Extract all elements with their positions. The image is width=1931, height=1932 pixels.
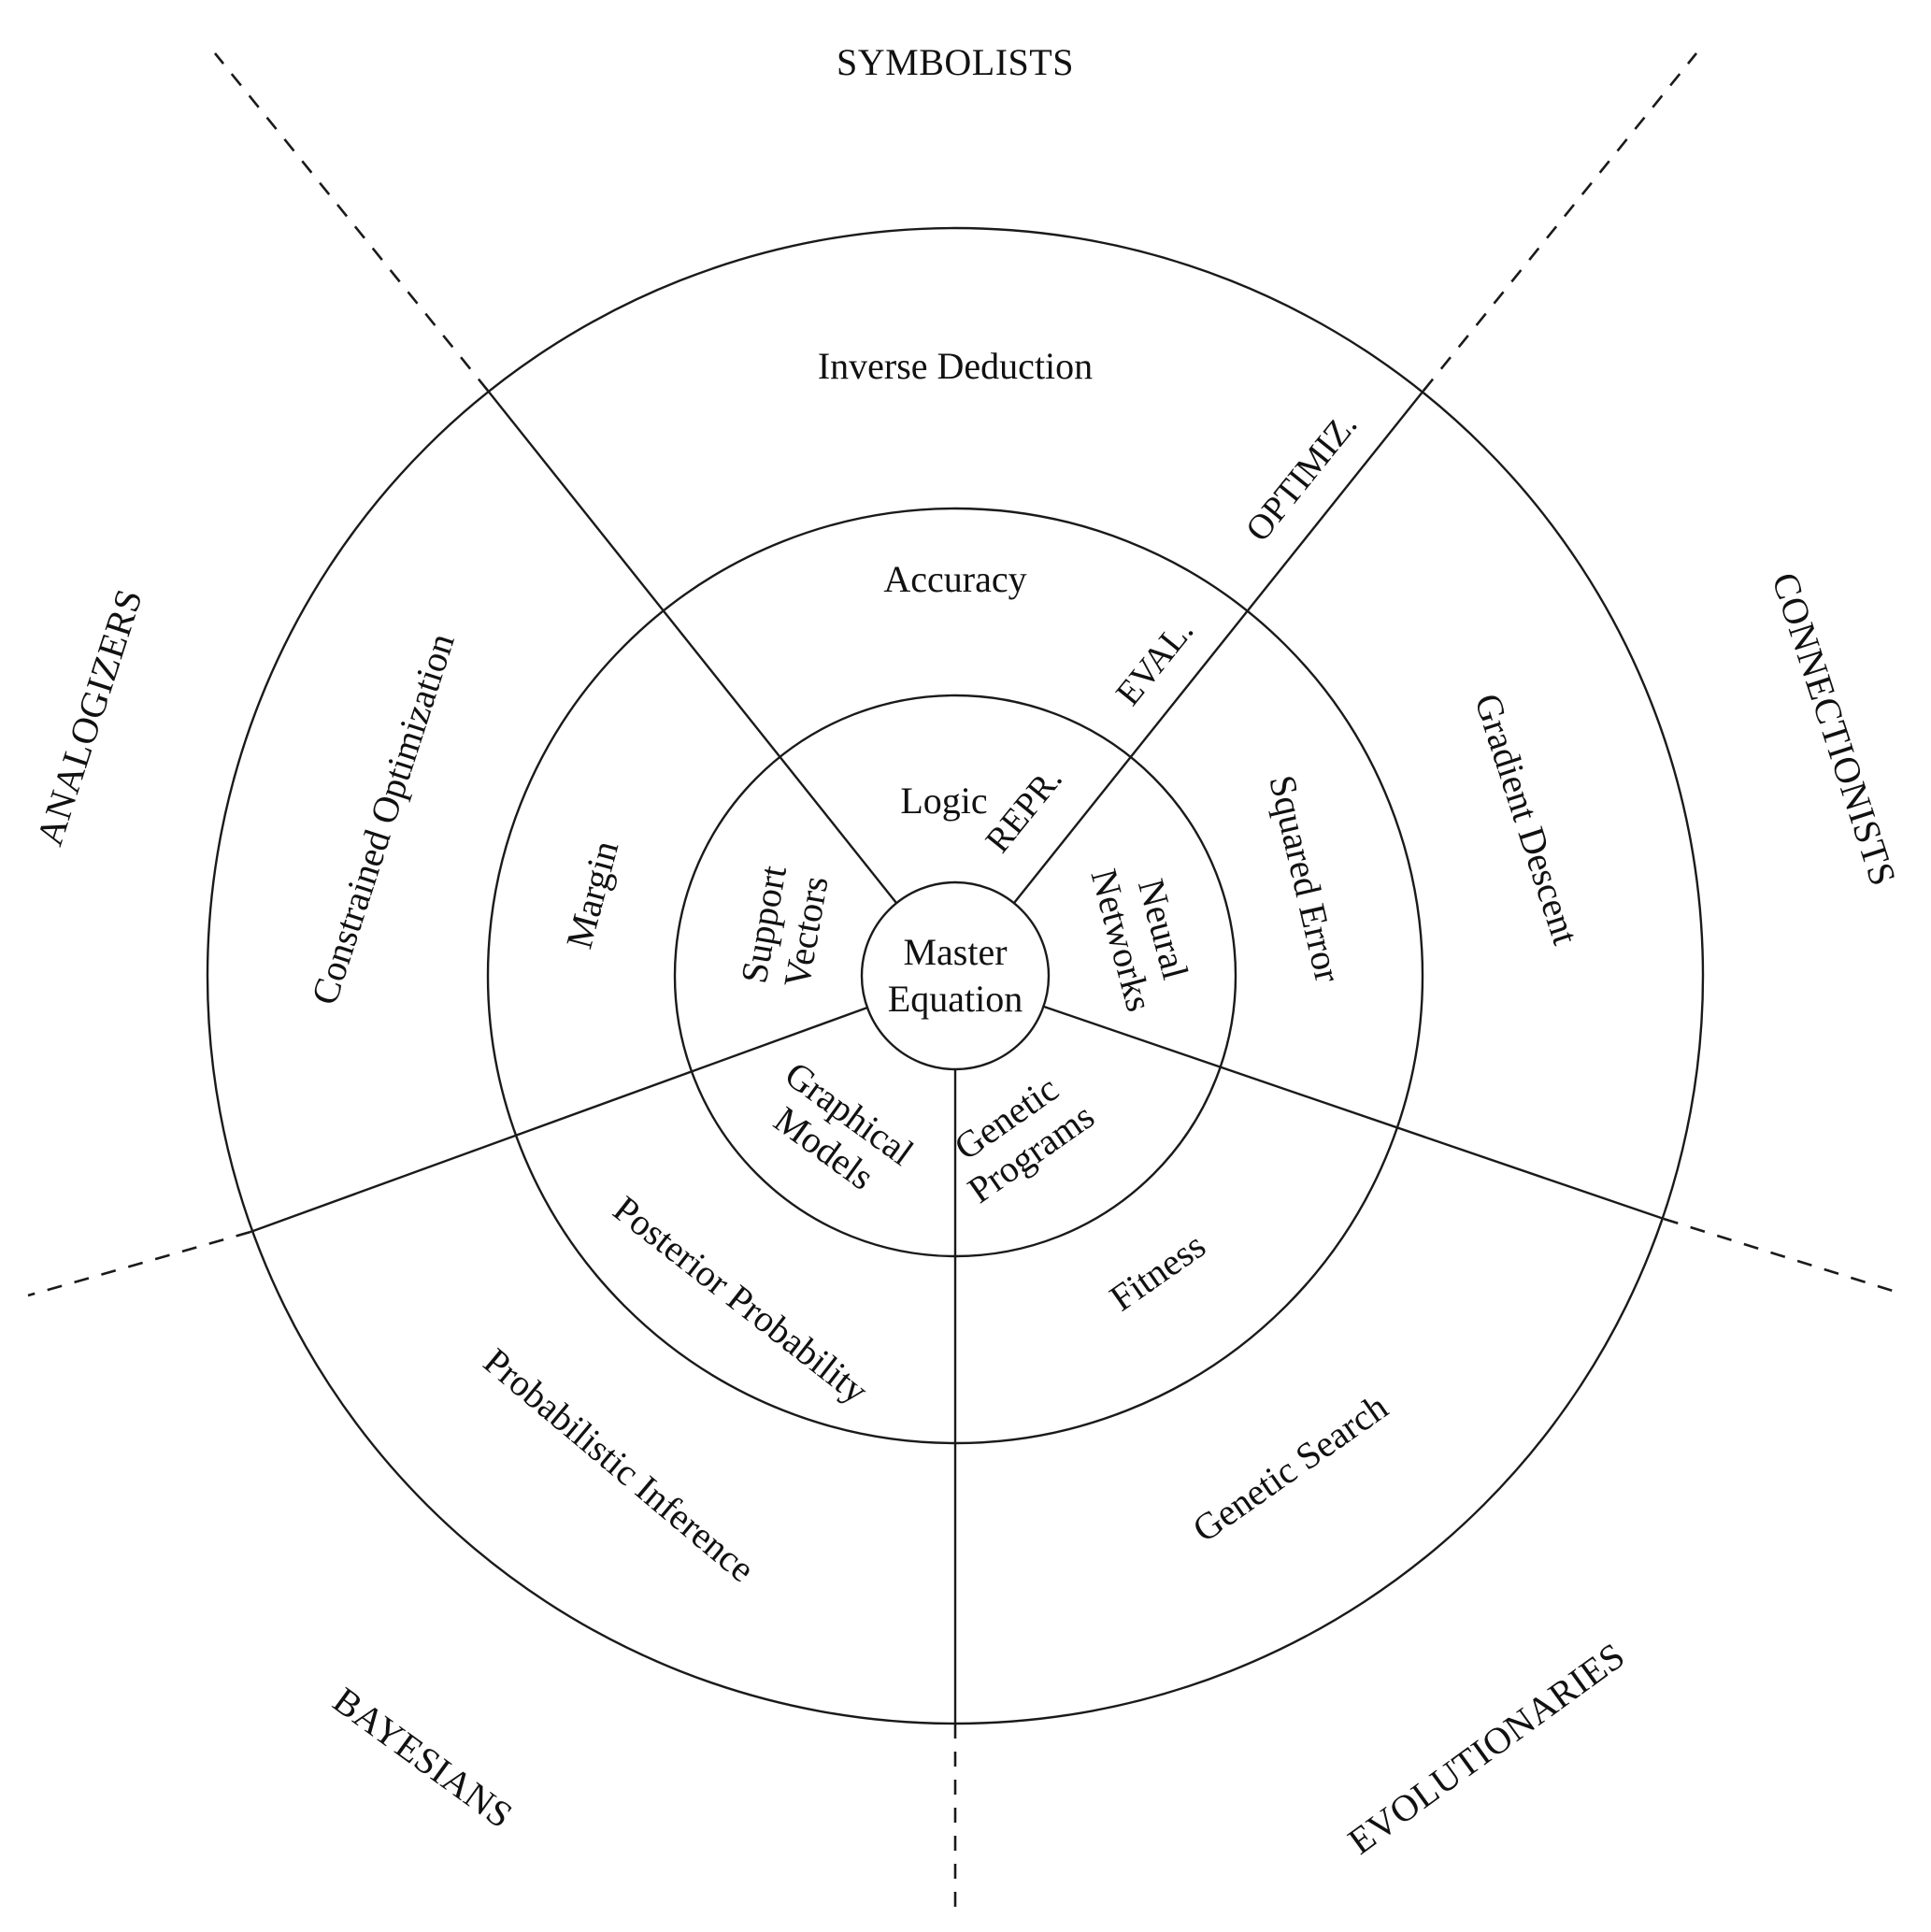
representation-evolutionaries: Genetic Programs (947, 1067, 1102, 1211)
dashed-divider-lower-left (27, 1230, 251, 1297)
evaluation-connectionists: Squared Error (1261, 771, 1350, 986)
school-label-bayesians: BAYESIANS (325, 1679, 521, 1837)
ring-label-evaluation: EVAL. (1109, 611, 1201, 713)
evaluation-analogizers: Margin (558, 837, 627, 953)
center-circle (860, 880, 1051, 1071)
school-label-analogizers: ANALOGIZERS (28, 583, 150, 850)
school-label-connectionists: CONNECTIONISTS (1764, 567, 1905, 891)
dashed-divider-upper-right (1422, 52, 1698, 392)
center-label-line-2: Equation (888, 978, 1023, 1020)
dashed-divider-upper-left (213, 52, 490, 392)
school-label-evolutionaries: EVOLUTIONARIES (1340, 1634, 1633, 1862)
representation-bayesians: Graphical Models (766, 1052, 922, 1197)
optimization-analogizers: Constrained Optimization (303, 628, 463, 1009)
optimization-connectionists: Gradient Descent (1466, 689, 1587, 950)
representation-connectionists: Neural Networks (1082, 865, 1196, 1016)
spoke-bayesians-analogizers (250, 1006, 868, 1234)
center-label-line-1: Master (903, 931, 1007, 973)
optimization-bayesians: Probabilistic Inference (476, 1339, 763, 1590)
evaluation-bayesians: Posterior Probability (606, 1187, 876, 1411)
representation-analogizers: Support Vectors (733, 863, 837, 991)
ring-label-representation: REPR. (978, 760, 1069, 861)
evaluation-evolutionaries: Fitness (1102, 1224, 1213, 1319)
school-label-symbolists: SYMBOLISTS (837, 41, 1074, 83)
ring-label-optimization: OPTIMIZ. (1238, 406, 1366, 550)
spoke-connectionists-evolutionaries (1043, 1005, 1665, 1221)
optimization-evolutionaries: Genetic Search (1185, 1385, 1395, 1550)
spoke-symbolists-connectionists (1013, 390, 1424, 904)
optimization-symbolists: Inverse Deduction (818, 345, 1093, 387)
evaluation-symbolists: Accuracy (883, 558, 1026, 600)
dashed-divider-lower-right (1663, 1217, 1894, 1293)
representation-symbolists: Logic (900, 780, 987, 822)
spoke-analogizers-symbolists (487, 390, 897, 904)
